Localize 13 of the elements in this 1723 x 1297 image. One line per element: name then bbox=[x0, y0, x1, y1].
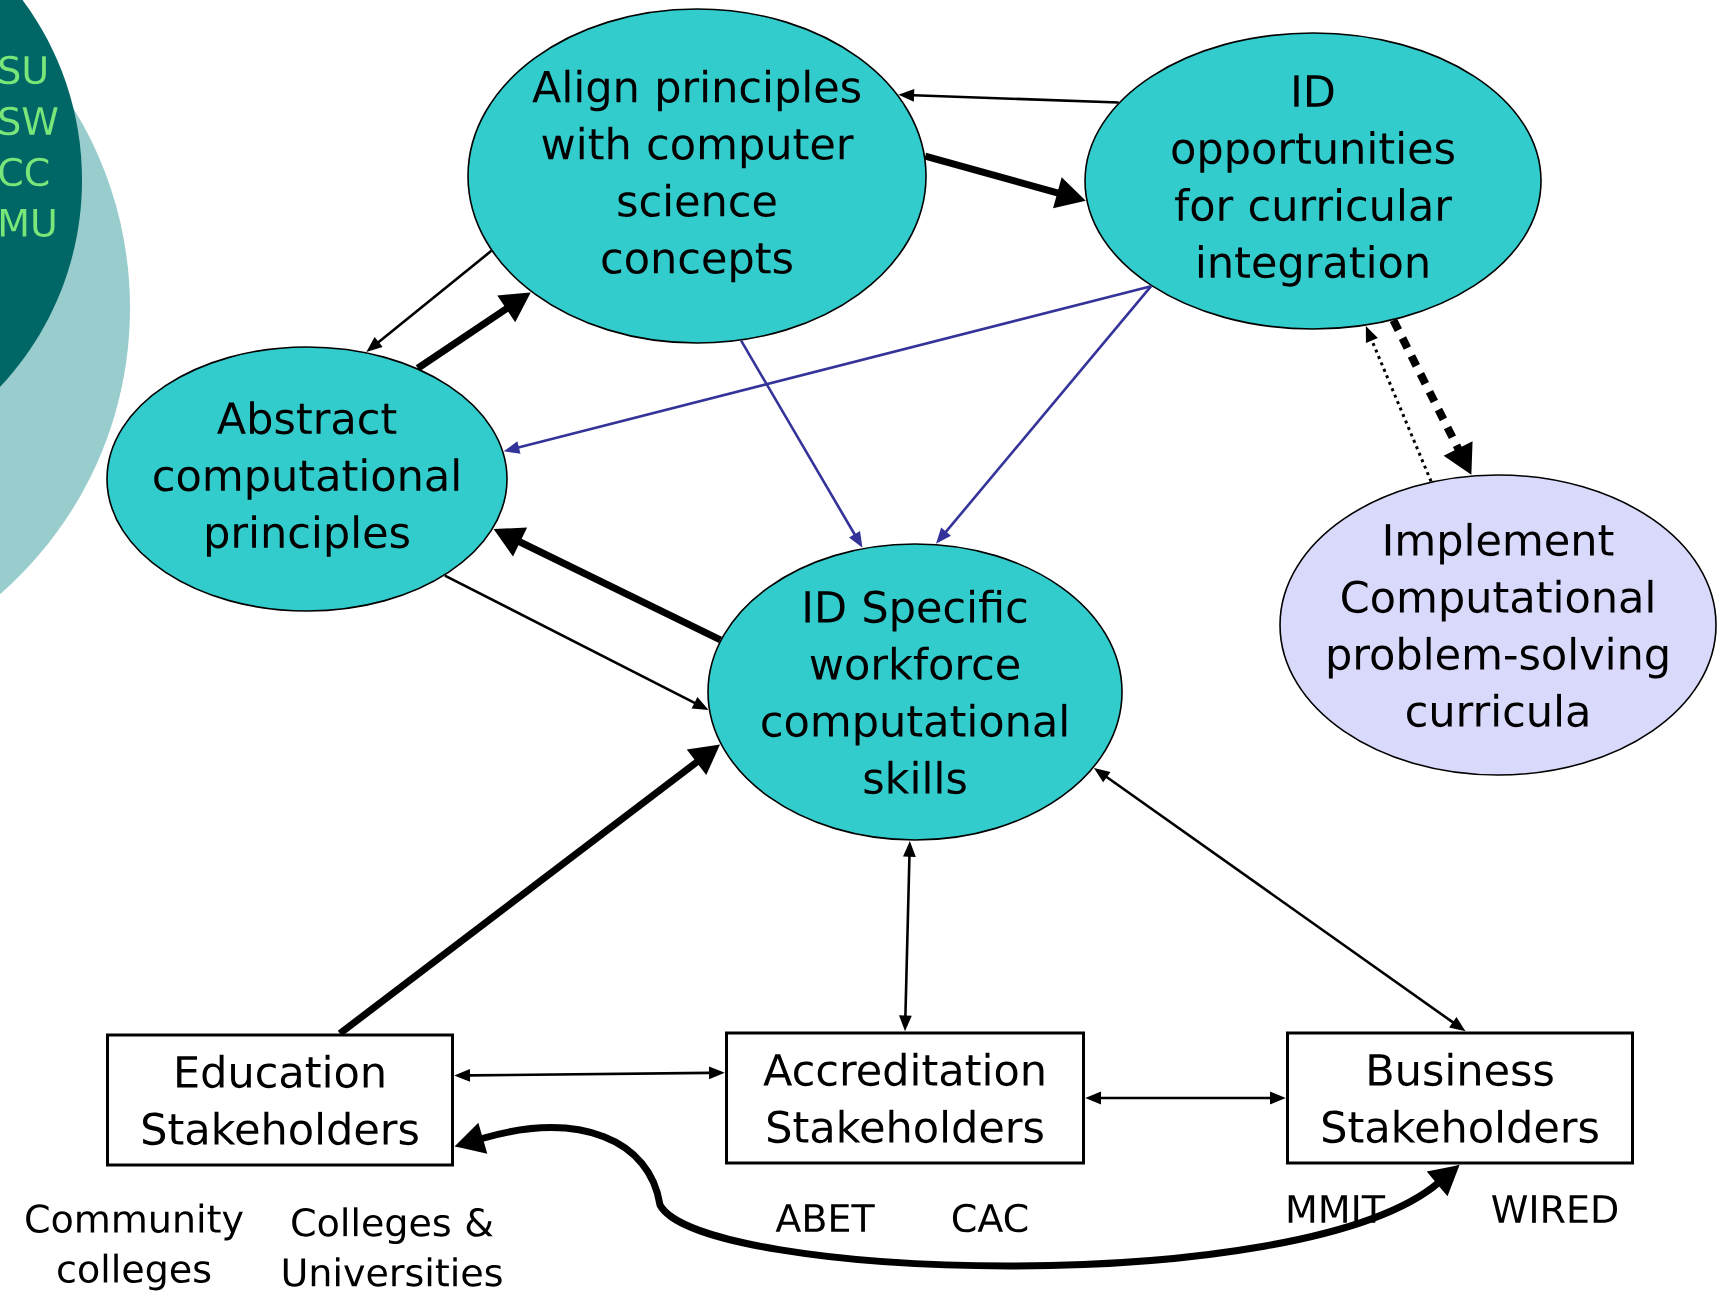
side-label: CAC bbox=[952, 1203, 1028, 1233]
stakeholder-box: Education Stakeholders bbox=[106, 1033, 454, 1167]
initials-label: MU bbox=[0, 208, 55, 238]
initials-label: SW bbox=[0, 106, 58, 136]
side-label: ABET bbox=[775, 1204, 875, 1232]
side-label: MMIT bbox=[1288, 1195, 1386, 1223]
side-label: Colleges & Universities bbox=[283, 1207, 502, 1287]
stakeholder-box: Business Stakeholders bbox=[1286, 1031, 1634, 1165]
stakeholder-box: Accreditation Stakeholders bbox=[725, 1031, 1085, 1165]
side-label: WIRED bbox=[1492, 1195, 1618, 1223]
initials-label: SU bbox=[0, 55, 46, 85]
side-label: Community colleges bbox=[26, 1203, 243, 1291]
initials-label: CC bbox=[0, 157, 49, 187]
